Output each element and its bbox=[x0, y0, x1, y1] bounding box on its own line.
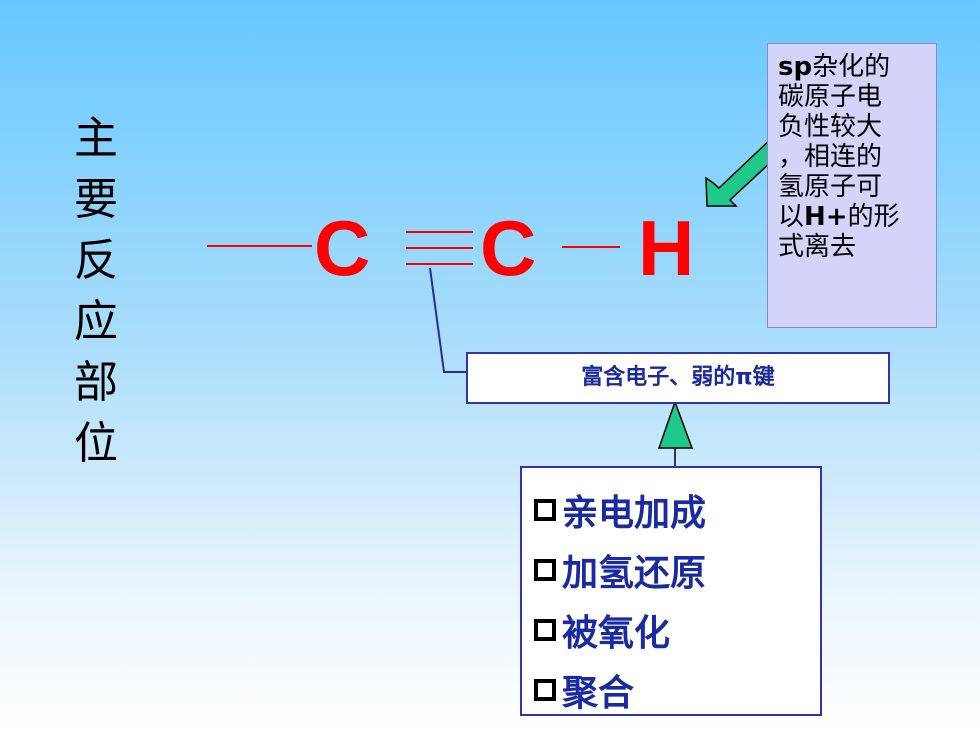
sp-carbon-note: sp杂化的 碳原子电 负性较大 ，相连的 氢原子可 以H+的形 式离去 bbox=[767, 43, 937, 328]
square-bullet-icon bbox=[534, 679, 556, 701]
vertical-title: 主 要 反 应 部 位 bbox=[66, 108, 126, 474]
title-char: 应 bbox=[74, 296, 118, 347]
hydrogen-atom: H bbox=[638, 204, 695, 292]
pi-bond-label: 富含电子、弱的π键 bbox=[581, 365, 775, 390]
note-text: 的形 bbox=[847, 202, 900, 232]
title-char: 主 bbox=[74, 113, 118, 164]
square-bullet-icon bbox=[534, 559, 556, 581]
reaction-item: 聚合 bbox=[534, 660, 820, 720]
note-text: 杂化的 bbox=[812, 52, 891, 82]
square-bullet-icon bbox=[534, 619, 556, 641]
pi-bond-callout bbox=[429, 267, 468, 373]
carbon-atom-2: C bbox=[480, 204, 537, 292]
note-text: 以 bbox=[778, 202, 805, 232]
note-line: 负性较大 bbox=[778, 112, 883, 142]
note-hplus: H+ bbox=[804, 202, 848, 232]
note-line: 式离去 bbox=[778, 232, 857, 262]
carbon-atom-1: C bbox=[314, 204, 371, 292]
title-char: 位 bbox=[74, 418, 118, 469]
reaction-item: 亲电加成 bbox=[534, 480, 820, 540]
note-line: 以H+的形 bbox=[778, 202, 936, 232]
pi-bond-box: 富含电子、弱的π键 bbox=[466, 352, 890, 404]
reaction-item: 被氧化 bbox=[534, 600, 820, 660]
note-line: sp杂化的 bbox=[778, 52, 936, 82]
reaction-label: 加氢还原 bbox=[562, 553, 707, 594]
reaction-item: 加氢还原 bbox=[534, 540, 820, 600]
reactions-box: 亲电加成 加氢还原 被氧化 聚合 bbox=[520, 466, 822, 716]
note-sp: sp bbox=[778, 52, 813, 82]
title-char: 反 bbox=[74, 235, 118, 286]
reaction-label: 被氧化 bbox=[562, 613, 671, 654]
reaction-label: 聚合 bbox=[562, 673, 635, 714]
square-bullet-icon bbox=[534, 499, 556, 521]
title-char: 部 bbox=[74, 357, 118, 408]
note-line: ，相连的 bbox=[778, 142, 883, 172]
triple-bond bbox=[406, 231, 473, 265]
pi-arrow bbox=[657, 399, 694, 449]
reaction-label: 亲电加成 bbox=[562, 493, 707, 534]
note-line: 碳原子电 bbox=[778, 82, 883, 112]
title-char: 要 bbox=[74, 174, 118, 225]
note-line: 氢原子可 bbox=[778, 172, 883, 202]
